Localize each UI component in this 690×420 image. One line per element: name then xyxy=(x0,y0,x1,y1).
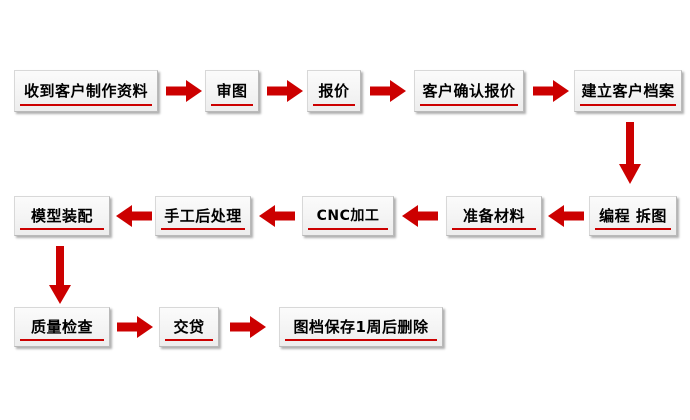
flow-node-label: 客户确认报价 xyxy=(422,81,516,100)
arrow-right-icon-a4 xyxy=(533,80,569,102)
flow-node-label: 模型装配 xyxy=(30,206,93,225)
flow-node-label: 收到客户制作资料 xyxy=(23,81,148,100)
flow-node-n1[interactable]: 收到客户制作资料 xyxy=(14,70,158,112)
arrow-down-icon-a10 xyxy=(49,246,71,304)
flow-node-label: 编程 拆图 xyxy=(599,206,667,225)
arrow-left-icon-a9 xyxy=(116,205,152,227)
flow-node-label: CNC加工 xyxy=(316,208,380,224)
arrow-right-icon-a11 xyxy=(117,316,153,338)
arrow-right-icon-a12 xyxy=(230,316,266,338)
flow-node-n7[interactable]: 手工后处理 xyxy=(155,196,251,236)
flow-node-label: 图档保存1周后删除 xyxy=(293,317,429,336)
arrow-right-icon-a1 xyxy=(166,80,202,102)
arrow-left-icon-a8 xyxy=(259,205,295,227)
flow-node-n8[interactable]: CNC加工 xyxy=(302,196,394,236)
flow-node-n12[interactable]: 交贷 xyxy=(159,307,219,347)
arrow-left-icon-a7 xyxy=(402,205,438,227)
flow-node-label: 报价 xyxy=(318,81,350,100)
flow-node-n9[interactable]: 准备材料 xyxy=(446,196,542,236)
arrow-down-icon-a5 xyxy=(619,122,641,184)
flow-node-n10[interactable]: 编程 拆图 xyxy=(589,196,677,236)
arrow-right-icon-a2 xyxy=(267,80,303,102)
flow-node-label: 手工后处理 xyxy=(164,206,242,225)
arrow-right-icon-a3 xyxy=(370,80,406,102)
flow-node-label: 交贷 xyxy=(173,317,205,336)
flow-node-n5[interactable]: 建立客户档案 xyxy=(574,70,682,112)
flow-node-n2[interactable]: 审图 xyxy=(205,70,259,112)
flow-node-n6[interactable]: 模型装配 xyxy=(14,196,110,236)
flow-node-label: 审图 xyxy=(216,81,248,100)
flow-node-label: 建立客户档案 xyxy=(581,81,675,100)
flow-node-n11[interactable]: 质量检查 xyxy=(14,307,110,347)
flow-node-n3[interactable]: 报价 xyxy=(307,70,361,112)
flow-node-n4[interactable]: 客户确认报价 xyxy=(414,70,524,112)
arrow-left-icon-a6 xyxy=(548,205,584,227)
flow-node-label: 质量检查 xyxy=(30,317,93,336)
flow-node-label: 准备材料 xyxy=(462,206,525,225)
flow-node-n13[interactable]: 图档保存1周后删除 xyxy=(279,307,443,347)
